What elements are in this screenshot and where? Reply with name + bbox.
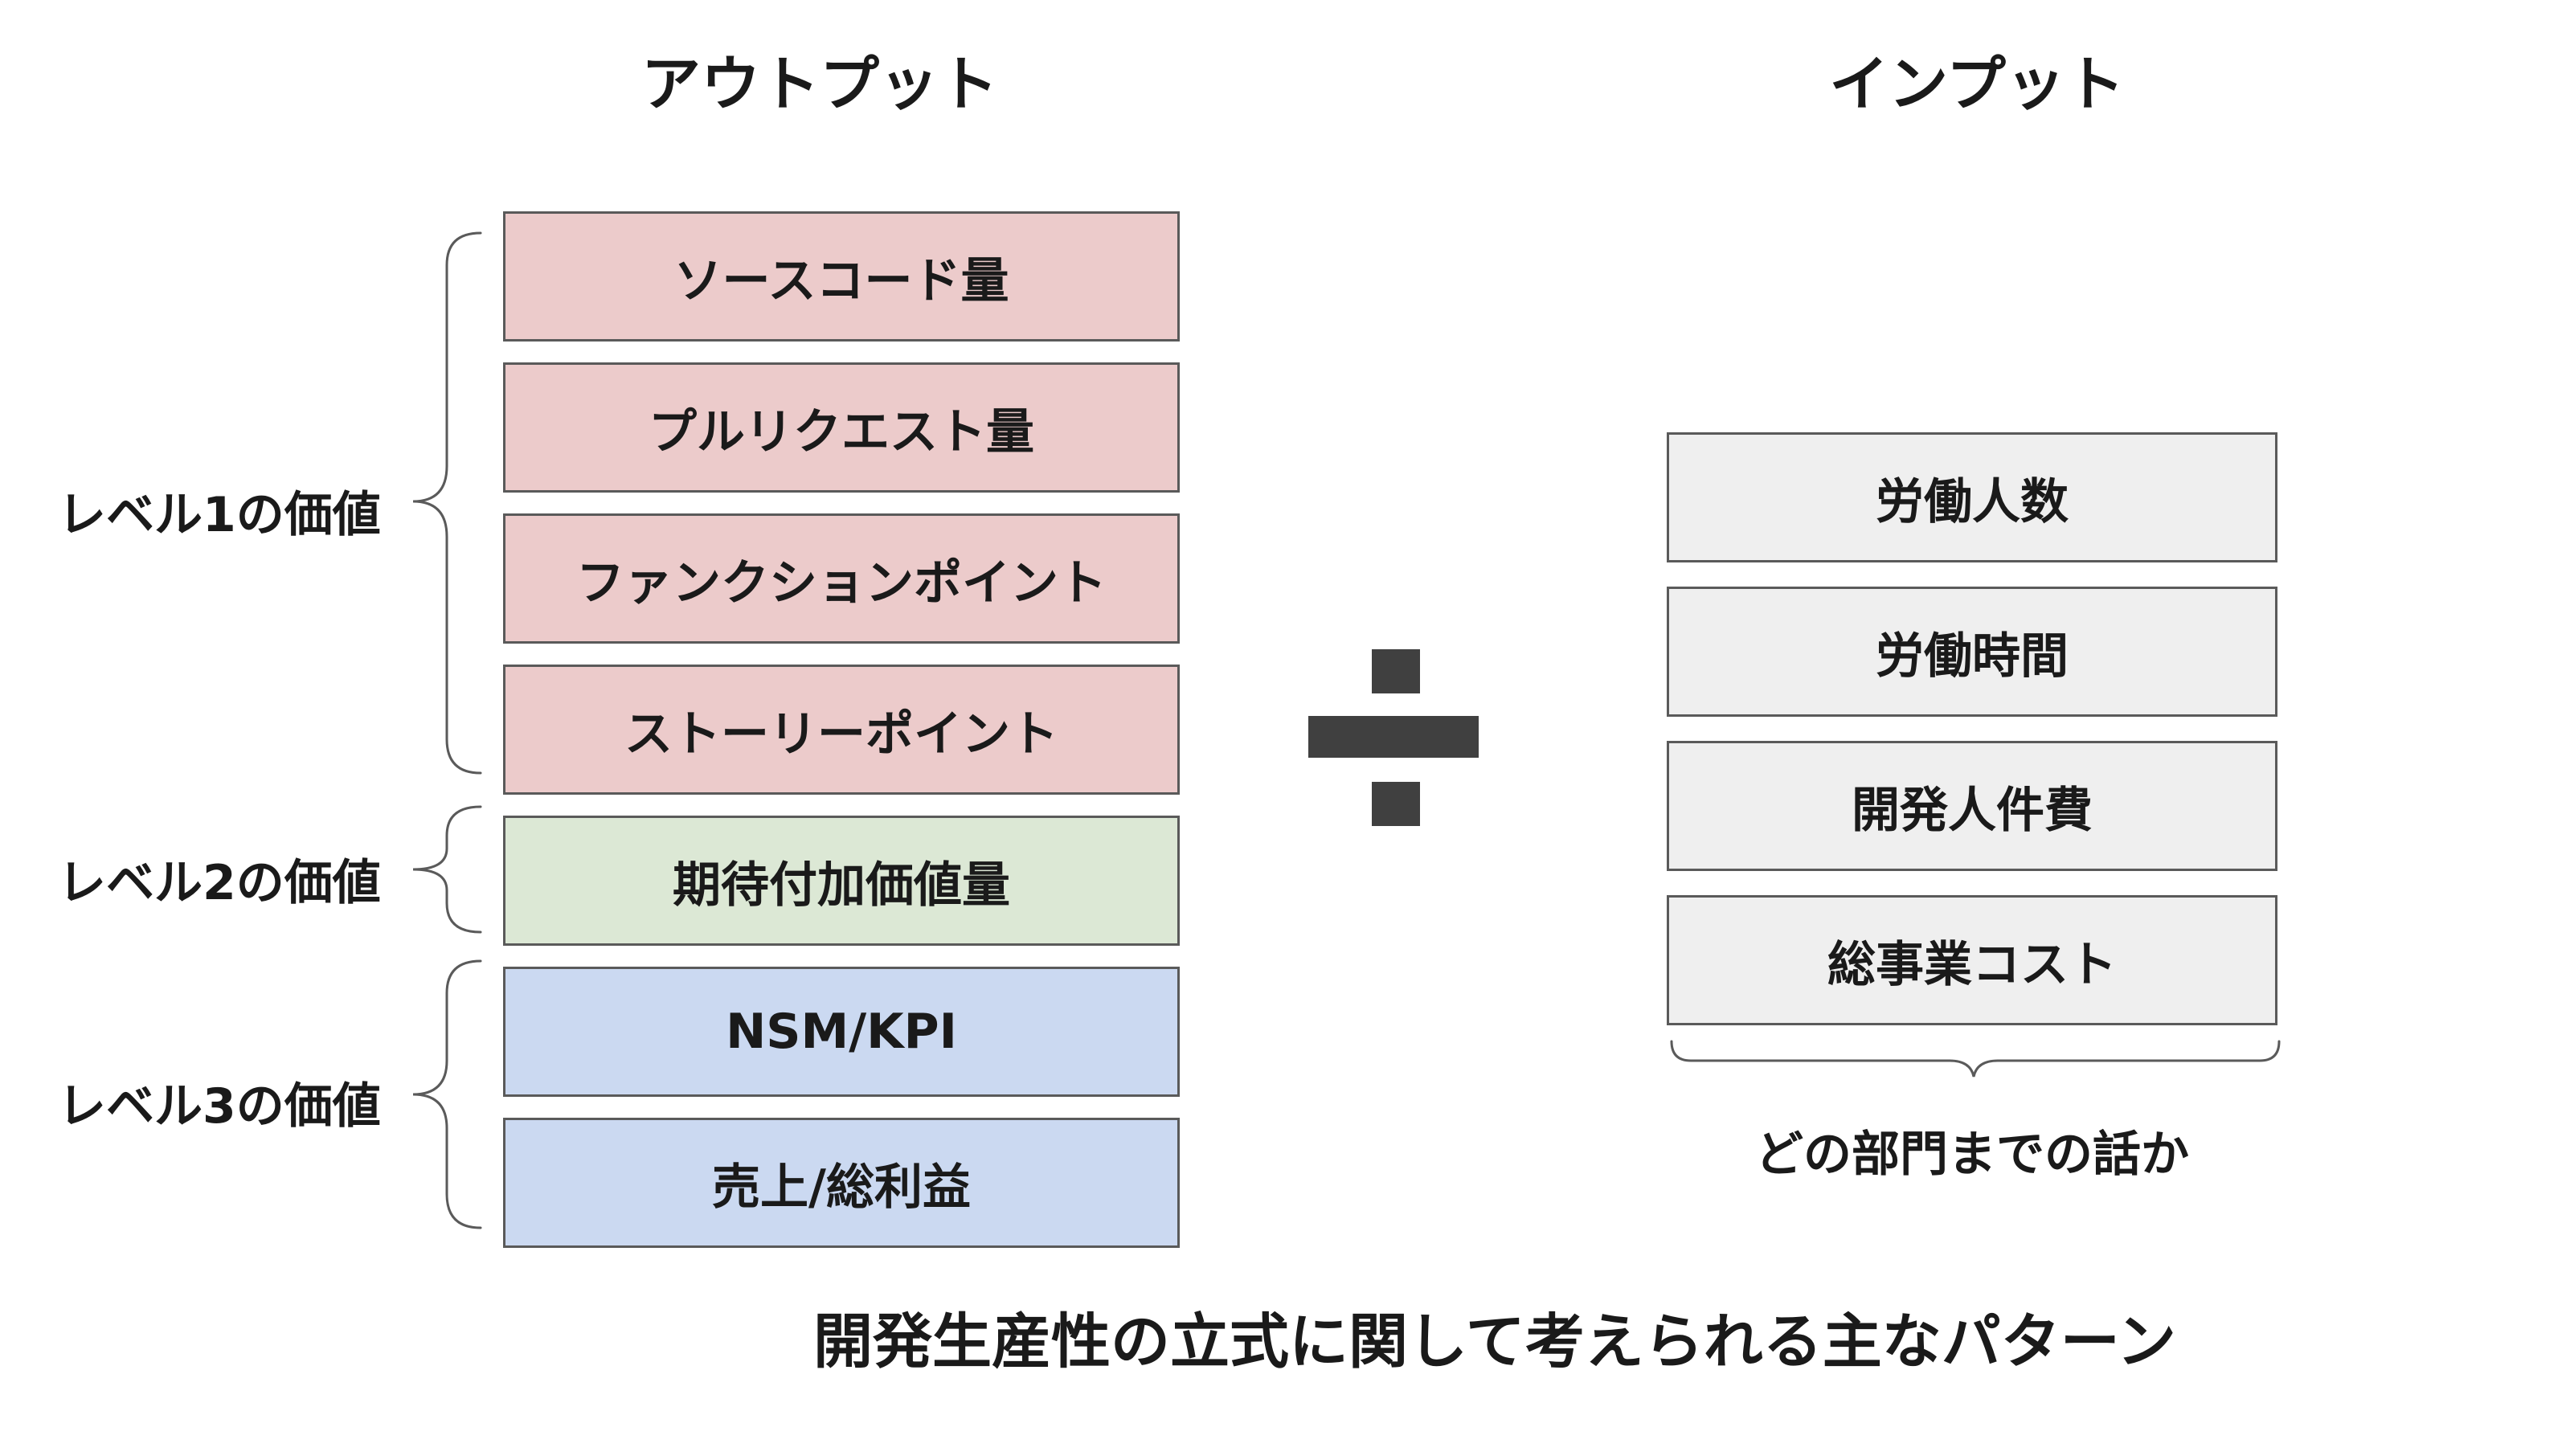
output-item-pull-requests: プルリクエスト量 — [503, 362, 1180, 493]
output-item-story-points: ストーリーポイント — [503, 665, 1180, 795]
input-item-work-hours: 労働時間 — [1667, 587, 2277, 717]
output-heading: アウトプット — [641, 50, 998, 119]
diagram-caption: 開発生産性の立式に関して考えられる主なパターン — [812, 1307, 2177, 1376]
input-brace — [1670, 1040, 2281, 1078]
level1-label: レベル1の価値 — [58, 487, 381, 543]
output-item-expected-value: 期待付加価値量 — [503, 816, 1180, 946]
level3-brace — [412, 959, 482, 1229]
level3-label: レベル3の価値 — [58, 1078, 381, 1135]
level2-label: レベル2の価値 — [58, 855, 381, 911]
output-item-revenue-profit: 売上/総利益 — [503, 1118, 1180, 1248]
level2-brace — [412, 805, 482, 934]
input-item-dev-labor-cost: 開発人件費 — [1667, 741, 2277, 871]
output-item-function-points: ファンクションポイント — [503, 513, 1180, 644]
input-item-total-cost: 総事業コスト — [1667, 895, 2277, 1025]
input-brace-label: どの部門までの話か — [1755, 1127, 2189, 1183]
division-sign-icon — [1308, 649, 1479, 826]
output-item-source-code: ソースコード量 — [503, 211, 1180, 342]
output-item-nsm-kpi: NSM/KPI — [503, 967, 1180, 1097]
input-heading: インプット — [1829, 50, 2125, 119]
input-item-headcount: 労働人数 — [1667, 432, 2277, 562]
level1-brace — [412, 231, 482, 775]
